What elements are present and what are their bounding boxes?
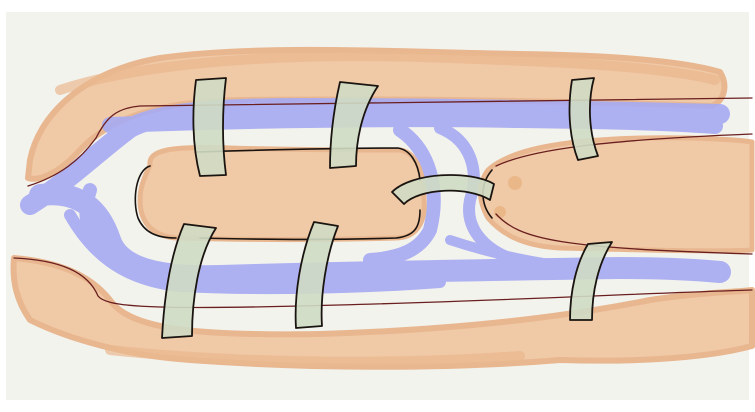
bridge-upper-right — [568, 77, 599, 161]
right-island — [478, 135, 755, 254]
bridge-lower-right — [569, 241, 613, 321]
bridge-upper-left — [192, 77, 227, 177]
bridge-center — [391, 174, 495, 205]
bridge-lower-middle — [294, 221, 339, 329]
bridge-upper-middle — [329, 81, 379, 169]
bridge-lower-left — [161, 223, 217, 339]
